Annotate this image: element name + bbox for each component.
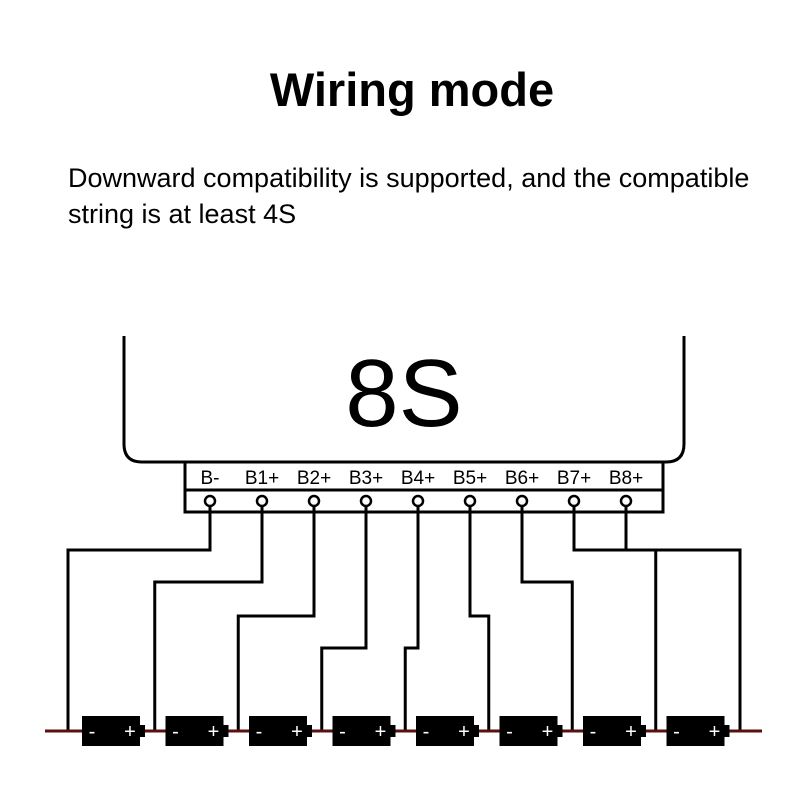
battery-cell-8: -+: [666, 716, 730, 746]
board-label: 8S: [345, 340, 462, 447]
battery-cell-7: -+: [583, 716, 646, 746]
terminal-label-2: B2+: [297, 468, 331, 489]
terminal-screw-0: [203, 494, 217, 508]
balance-wire-3: [320, 506, 368, 731]
positive-symbol: +: [625, 721, 637, 743]
negative-symbol: -: [89, 721, 96, 743]
battery-terminal-cap: [724, 725, 730, 737]
battery-body: [165, 716, 224, 746]
balance-wire-7: [572, 506, 658, 731]
positive-symbol: +: [291, 721, 303, 743]
battery-terminal-cap: [390, 725, 396, 737]
terminal-label-6: B6+: [505, 468, 539, 489]
terminal-label-3: B3+: [349, 468, 383, 489]
battery-body: [82, 716, 140, 746]
negative-symbol: -: [506, 721, 513, 743]
battery-body: [332, 716, 391, 746]
negative-symbol: -: [423, 721, 430, 743]
battery-cell-1: -+: [82, 716, 145, 746]
battery-cell-5: -+: [416, 716, 479, 746]
page-title: Wiring mode: [269, 63, 555, 116]
terminal-label-7: B7+: [557, 468, 591, 489]
positive-symbol: +: [458, 721, 470, 743]
battery-body: [416, 716, 474, 746]
negative-symbol: -: [673, 721, 680, 743]
battery-cell-2: -+: [165, 716, 229, 746]
battery-terminal-cap: [307, 725, 312, 737]
terminal-label-strip: [183, 460, 665, 492]
balance-wire-4: [403, 506, 420, 731]
terminal-screw-2: [307, 494, 321, 508]
terminal-screw-1: [255, 494, 269, 508]
terminal-screw-8: [619, 494, 633, 508]
battery-body: [583, 716, 641, 746]
terminal-label-8: B8+: [609, 468, 643, 489]
negative-symbol: -: [339, 721, 346, 743]
balance-wire-2: [236, 506, 316, 731]
battery-cell-4: -+: [332, 716, 396, 746]
positive-symbol: +: [542, 721, 554, 743]
battery-terminal-cap: [223, 725, 229, 737]
battery-body: [249, 716, 307, 746]
terminal-screw-3: [359, 494, 373, 508]
positive-symbol: +: [375, 721, 387, 743]
balance-wire-0: [66, 506, 212, 731]
positive-symbol: +: [124, 721, 136, 743]
battery-terminal-cap: [474, 725, 479, 737]
balance-wire-8: [624, 506, 742, 731]
battery-terminal-cap: [641, 725, 646, 737]
battery-terminal-cap: [140, 725, 145, 737]
balance-wire-6: [520, 506, 574, 731]
battery-cell-6: -+: [499, 716, 563, 746]
negative-symbol: -: [590, 721, 597, 743]
terminal-screw-5: [463, 494, 477, 508]
battery-body: [499, 716, 558, 746]
terminal-screw-6: [515, 494, 529, 508]
balance-wire-1: [153, 506, 264, 731]
battery-terminal-cap: [557, 725, 563, 737]
battery-cell-3: -+: [249, 716, 312, 746]
terminal-label-5: B5+: [453, 468, 487, 489]
positive-symbol: +: [709, 721, 721, 743]
balance-wire-5: [468, 506, 491, 731]
positive-symbol: +: [208, 721, 220, 743]
terminal-label-4: B4+: [401, 468, 435, 489]
battery-body: [666, 716, 725, 746]
terminal-screw-4: [411, 494, 425, 508]
description-text: Downward compatibility is supported, and…: [68, 163, 750, 229]
negative-symbol: -: [172, 721, 179, 743]
terminal-label-0: B-: [201, 468, 220, 489]
negative-symbol: -: [256, 721, 263, 743]
terminal-screw-7: [567, 494, 581, 508]
terminal-label-1: B1+: [245, 468, 279, 489]
